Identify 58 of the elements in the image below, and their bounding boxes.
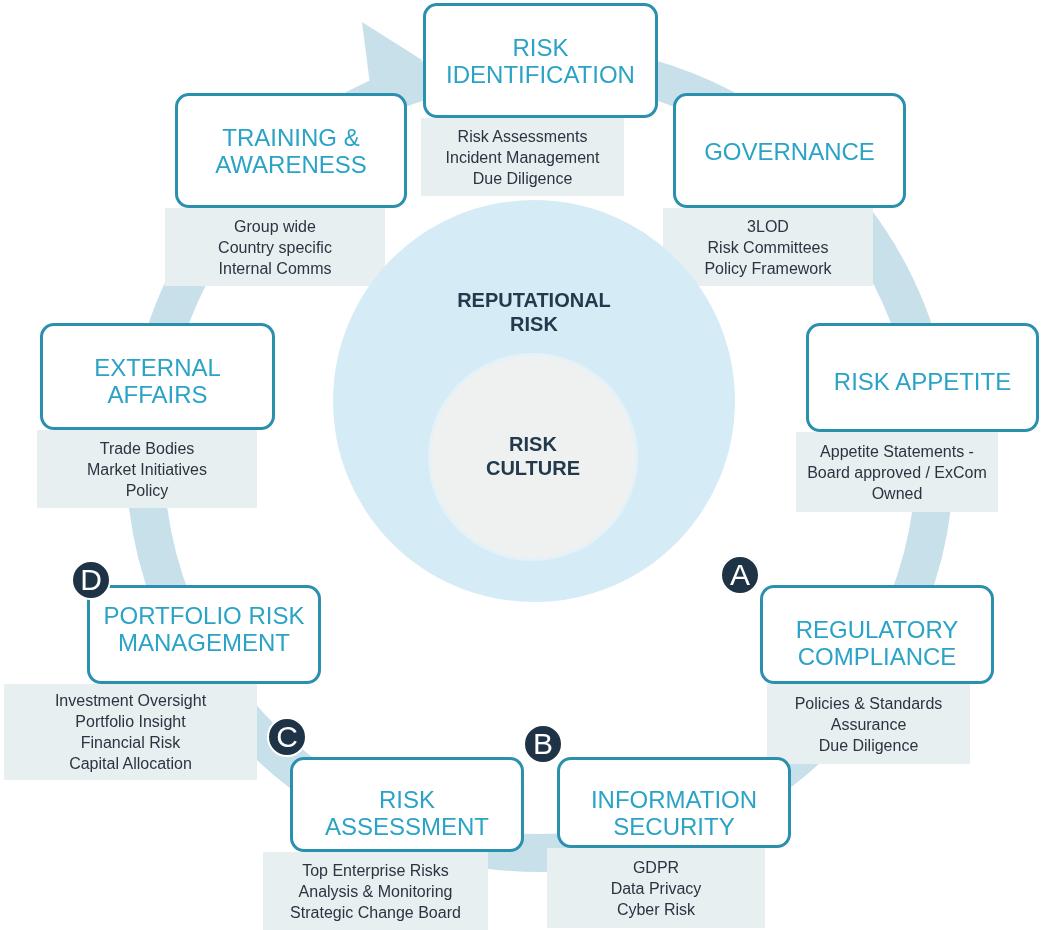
stage-box: [673, 93, 906, 208]
stage-title: REGULATORY COMPLIANCE: [794, 616, 960, 670]
description-text: Country specific: [218, 237, 332, 258]
description-text: Analysis & Monitoring: [298, 881, 453, 902]
description-panel: [421, 118, 624, 196]
description-text: Assurance: [830, 714, 907, 735]
description-text: Internal Comms: [218, 258, 332, 279]
description-text: GDPR: [632, 857, 680, 878]
circle-label: REPUTATIONAL RISK: [456, 288, 612, 336]
description-panel: [263, 852, 488, 930]
description-text: Risk Committees: [707, 237, 829, 258]
description-panel: [796, 432, 998, 512]
description-text: Market Initiatives: [86, 459, 207, 480]
stage-box: [175, 93, 407, 208]
stage-title: INFORMATION SECURITY: [589, 786, 759, 840]
stage-title: TRAINING & AWARENESS: [214, 124, 368, 178]
circle-label: RISK CULTURE: [484, 432, 582, 480]
description-text: Incident Management: [445, 147, 600, 168]
description-panel: [165, 208, 385, 286]
callout-letter: C: [267, 717, 307, 757]
description-text: Strategic Change Board: [290, 902, 461, 923]
callout-letter: A: [720, 555, 760, 595]
description-text: Cyber Risk: [616, 899, 696, 920]
description-text: 3LOD: [747, 216, 789, 237]
description-panel: [767, 684, 970, 764]
stage-box: [760, 585, 994, 684]
stage-title: EXTERNAL AFFAIRS: [93, 354, 222, 408]
description-panel: [547, 848, 765, 928]
description-text: Investment Oversight: [54, 691, 207, 711]
stage-box: [40, 323, 275, 430]
description-panel: [37, 430, 257, 508]
description-text: Data Privacy: [610, 878, 702, 899]
description-text: Policy: [125, 480, 169, 501]
description-text: Due Diligence: [818, 735, 919, 756]
stage-title: PORTFOLIO RISK MANAGEMENT: [102, 602, 306, 656]
description-panel: [4, 684, 257, 780]
description-text: Appetite Statements - Board approved / ExCom Owned: [806, 441, 988, 504]
callout-letter: B: [523, 724, 563, 764]
stage-title: RISK IDENTIFICATION: [445, 34, 636, 88]
description-text: Group wide: [234, 216, 316, 237]
description-text: Risk Assessments: [457, 126, 588, 147]
stage-box: [423, 3, 658, 118]
stage-box: [806, 323, 1039, 432]
description-text: Top Enterprise Risks: [302, 860, 449, 881]
description-text: Trade Bodies: [99, 438, 195, 459]
description-text: Due Diligence: [472, 168, 573, 189]
description-text: Capital Allocation: [69, 754, 192, 774]
description-panel: [663, 208, 873, 286]
description-text: Policies & Standards: [794, 693, 943, 714]
description-text: Financial Risk: [80, 733, 181, 753]
description-text: Portfolio Insight: [75, 712, 186, 732]
description-text: Policy Framework: [704, 258, 832, 279]
stage-box: [557, 757, 791, 848]
stage-title: RISK ASSESSMENT: [323, 786, 490, 840]
stage-box: [290, 757, 524, 852]
stage-title: GOVERNANCE: [704, 138, 875, 165]
callout-letter: D: [71, 560, 111, 600]
stage-title: RISK APPETITE: [833, 368, 1012, 395]
